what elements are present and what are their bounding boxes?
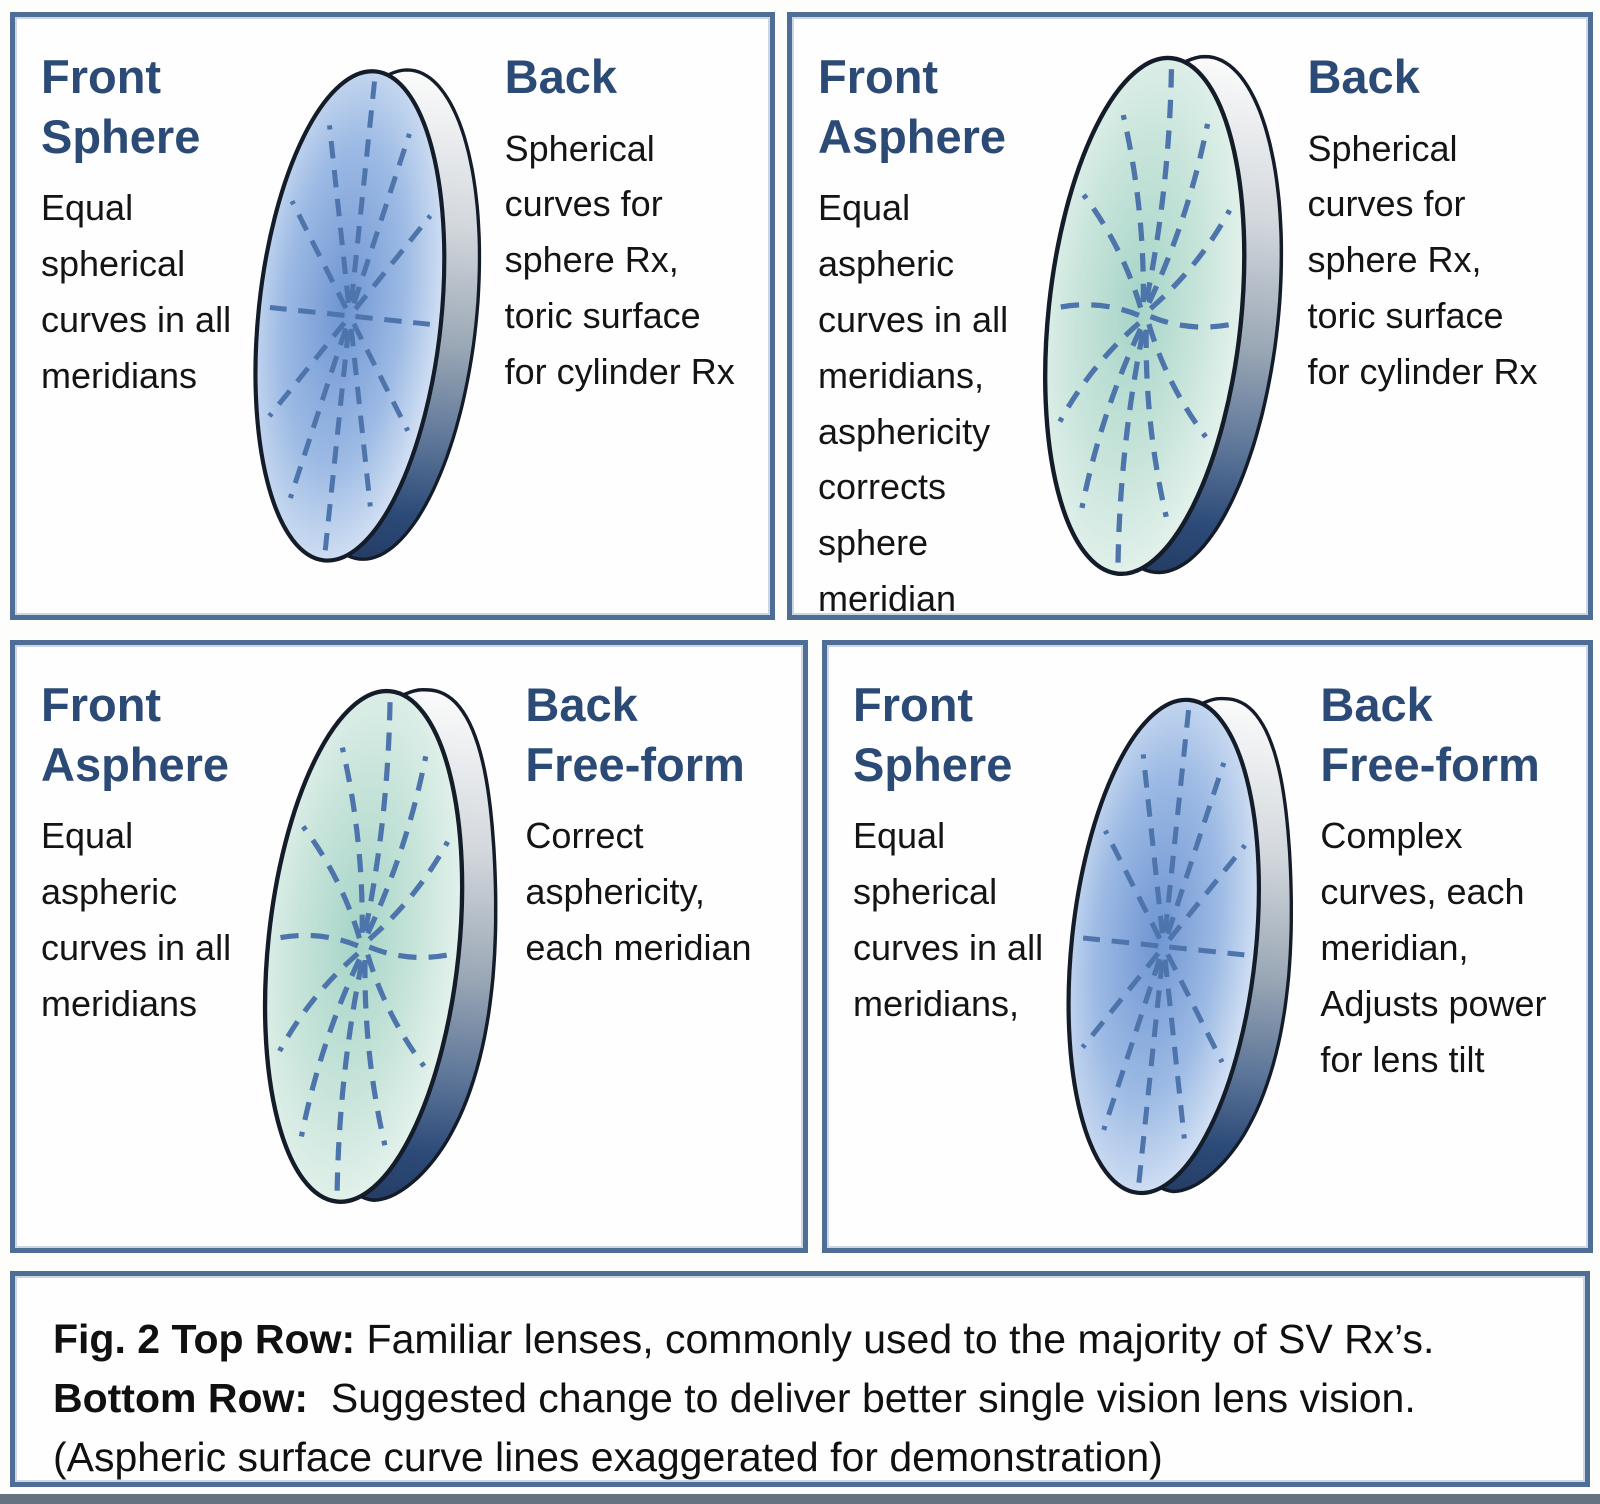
back-surface-description: Spherical curves for sphere Rx, toric su… (1307, 127, 1538, 392)
lens-column (1031, 17, 1294, 615)
back-surface-description: Correct asphericity, each meridian (525, 815, 752, 968)
lens-illustration-asphere-spherical (1042, 54, 1283, 577)
back-surface-heading: Back Free-form (525, 678, 745, 791)
lens-column (1055, 645, 1306, 1248)
back-surface-column: Back Spherical curves for sphere Rx, tor… (1293, 17, 1588, 615)
caption-bold-top-row: Fig. 2 Top Row: (53, 1316, 356, 1362)
caption-text-bottom-row: Suggested change to deliver better singl… (308, 1375, 1416, 1422)
front-surface-heading: Front Asphere (41, 678, 230, 791)
bottom-edge-strip (0, 1494, 1600, 1504)
front-surface-description: Equal spherical curves in all meridians, (853, 815, 1044, 1024)
front-surface-description: Equal spherical curves in all meridians (41, 187, 232, 396)
front-surface-heading: Front Sphere (41, 50, 201, 163)
caption-line-top-row: Fig. 2 Top Row: Familiar lenses, commonl… (53, 1310, 1545, 1369)
caption-text-top-row: Familiar lenses, commonly used to the ma… (355, 1316, 1435, 1362)
back-surface-column: Back Free-form Correct asphericity, each… (511, 645, 803, 1248)
back-surface-description: Complex curves, each meridian, Adjusts p… (1320, 815, 1547, 1080)
front-surface-column: Front Sphere Equal spherical curves in a… (15, 17, 242, 615)
figure-caption: Fig. 2 Top Row: Familiar lenses, commonl… (10, 1271, 1590, 1487)
front-surface-column: Front Asphere Equal aspheric curves in a… (792, 17, 1031, 619)
back-surface-heading: Back (504, 50, 617, 103)
lens-column (242, 17, 491, 615)
lens-illustration-sphere-spherical (252, 68, 481, 563)
caption-line-bottom-row: Bottom Row: Suggested change to deliver … (53, 1369, 1545, 1428)
front-surface-heading: Front Asphere (818, 50, 1007, 163)
panel-front-sphere-back-freeform: Front Sphere Equal spherical curves in a… (822, 640, 1593, 1253)
back-surface-heading: Back (1307, 50, 1420, 103)
caption-text-note: (Aspheric surface curve lines exaggerate… (53, 1434, 1163, 1481)
panel-front-sphere-back-spherical: Front Sphere Equal spherical curves in a… (10, 12, 775, 620)
back-surface-column: Back Spherical curves for sphere Rx, tor… (491, 17, 770, 615)
lens-illustration-sphere-freeform (1066, 696, 1294, 1196)
lens-column (251, 645, 511, 1248)
caption-line-note: (Aspheric surface curve lines exaggerate… (53, 1428, 1545, 1487)
panel-front-asphere-back-spherical: Front Asphere Equal aspheric curves in a… (787, 12, 1593, 620)
front-surface-column: Front Sphere Equal spherical curves in a… (827, 645, 1055, 1248)
lens-illustration-asphere-freeform (263, 687, 498, 1204)
back-surface-column: Back Free-form Complex curves, each meri… (1306, 645, 1588, 1248)
back-surface-heading: Back Free-form (1320, 678, 1540, 791)
front-surface-heading: Front Sphere (853, 678, 1013, 791)
front-surface-description: Equal aspheric curves in all meridians (41, 815, 232, 1024)
caption-bold-bottom-row: Bottom Row: (53, 1375, 309, 1422)
front-surface-description: Equal aspheric curves in all meridians, … (818, 187, 1009, 619)
back-surface-description: Spherical curves for sphere Rx, toric su… (504, 127, 735, 392)
front-surface-column: Front Asphere Equal aspheric curves in a… (15, 645, 251, 1248)
panel-front-asphere-back-freeform: Front Asphere Equal aspheric curves in a… (10, 640, 808, 1253)
